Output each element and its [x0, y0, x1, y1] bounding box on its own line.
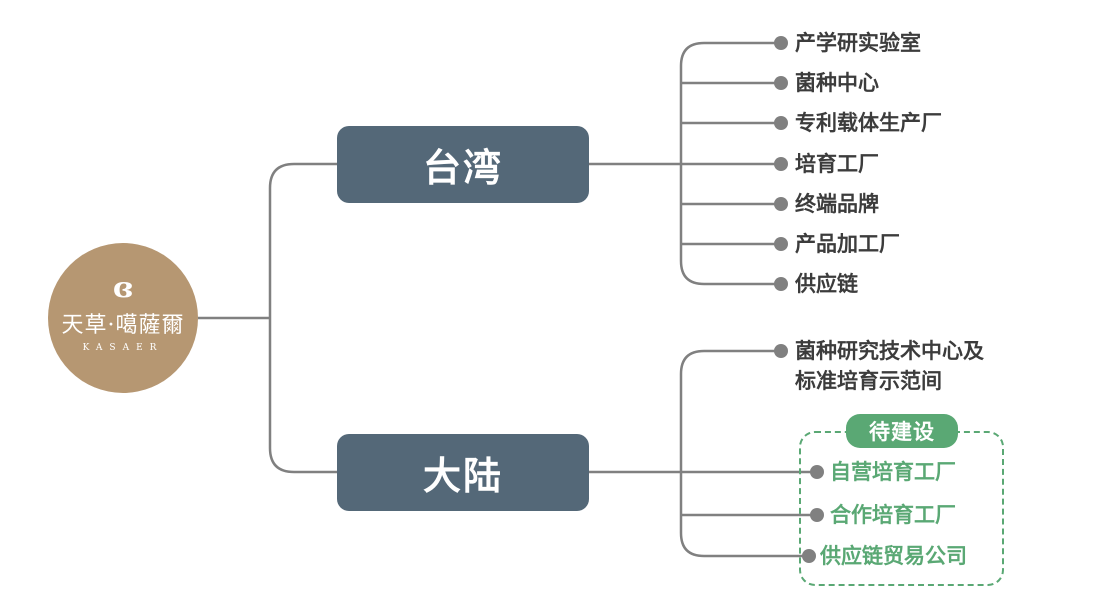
connector-mainland-top — [679, 349, 780, 472]
leaf-node[interactable]: 菌种中心 — [795, 70, 879, 95]
leaf-label-line-1: 菌种研究技术中心及 — [795, 338, 984, 363]
swan-logo-icon: ɞ — [112, 271, 133, 304]
bullet-icon — [810, 508, 824, 522]
bullet-icon — [774, 116, 788, 130]
bullet-icon — [774, 157, 788, 171]
brand-name-en: KASAER — [82, 343, 164, 353]
leaf-node[interactable]: 专利载体生产厂 — [795, 110, 942, 135]
bullet-icon — [774, 197, 788, 211]
leaf-node[interactable]: 培育工厂 — [795, 151, 879, 176]
connector-taiwan-top — [679, 41, 780, 164]
leaf-node-pending[interactable]: 自营培育工厂 — [830, 459, 956, 484]
bullet-icon — [774, 76, 788, 90]
leaf-node-pending[interactable]: 合作培育工厂 — [830, 502, 956, 527]
leaf-node[interactable]: 供应链 — [795, 271, 858, 296]
leaf-node[interactable]: 产学研实验室 — [795, 30, 921, 55]
leaf-node[interactable]: 终端品牌 — [795, 191, 879, 216]
bullet-icon — [774, 344, 788, 358]
connector-taiwan-bottom — [679, 164, 780, 286]
bullet-icon — [774, 237, 788, 251]
leaf-node-pending[interactable]: 供应链贸易公司 — [820, 543, 967, 568]
root-node-kasaer[interactable]: ɞ 天草·噶薩爾 KASAER — [48, 243, 198, 393]
leaf-node-research-center[interactable]: 菌种研究技术中心及 标准培育示范间 — [795, 336, 984, 396]
leaf-label-line-2: 标准培育示范间 — [795, 368, 942, 393]
connector-root-mainland — [268, 318, 337, 474]
brand-name-cn: 天草·噶薩爾 — [61, 313, 185, 338]
connector-mainland-bottom — [679, 472, 808, 558]
branch-node-taiwan[interactable]: 台湾 — [337, 126, 589, 203]
bullet-icon — [802, 549, 816, 563]
bullet-icon — [774, 277, 788, 291]
connector-root-taiwan — [268, 162, 337, 318]
branch-node-mainland[interactable]: 大陆 — [337, 434, 589, 511]
pending-badge: 待建设 — [846, 414, 958, 448]
bullet-icon — [810, 465, 824, 479]
leaf-node[interactable]: 产品加工厂 — [795, 231, 900, 256]
bullet-icon — [774, 36, 788, 50]
